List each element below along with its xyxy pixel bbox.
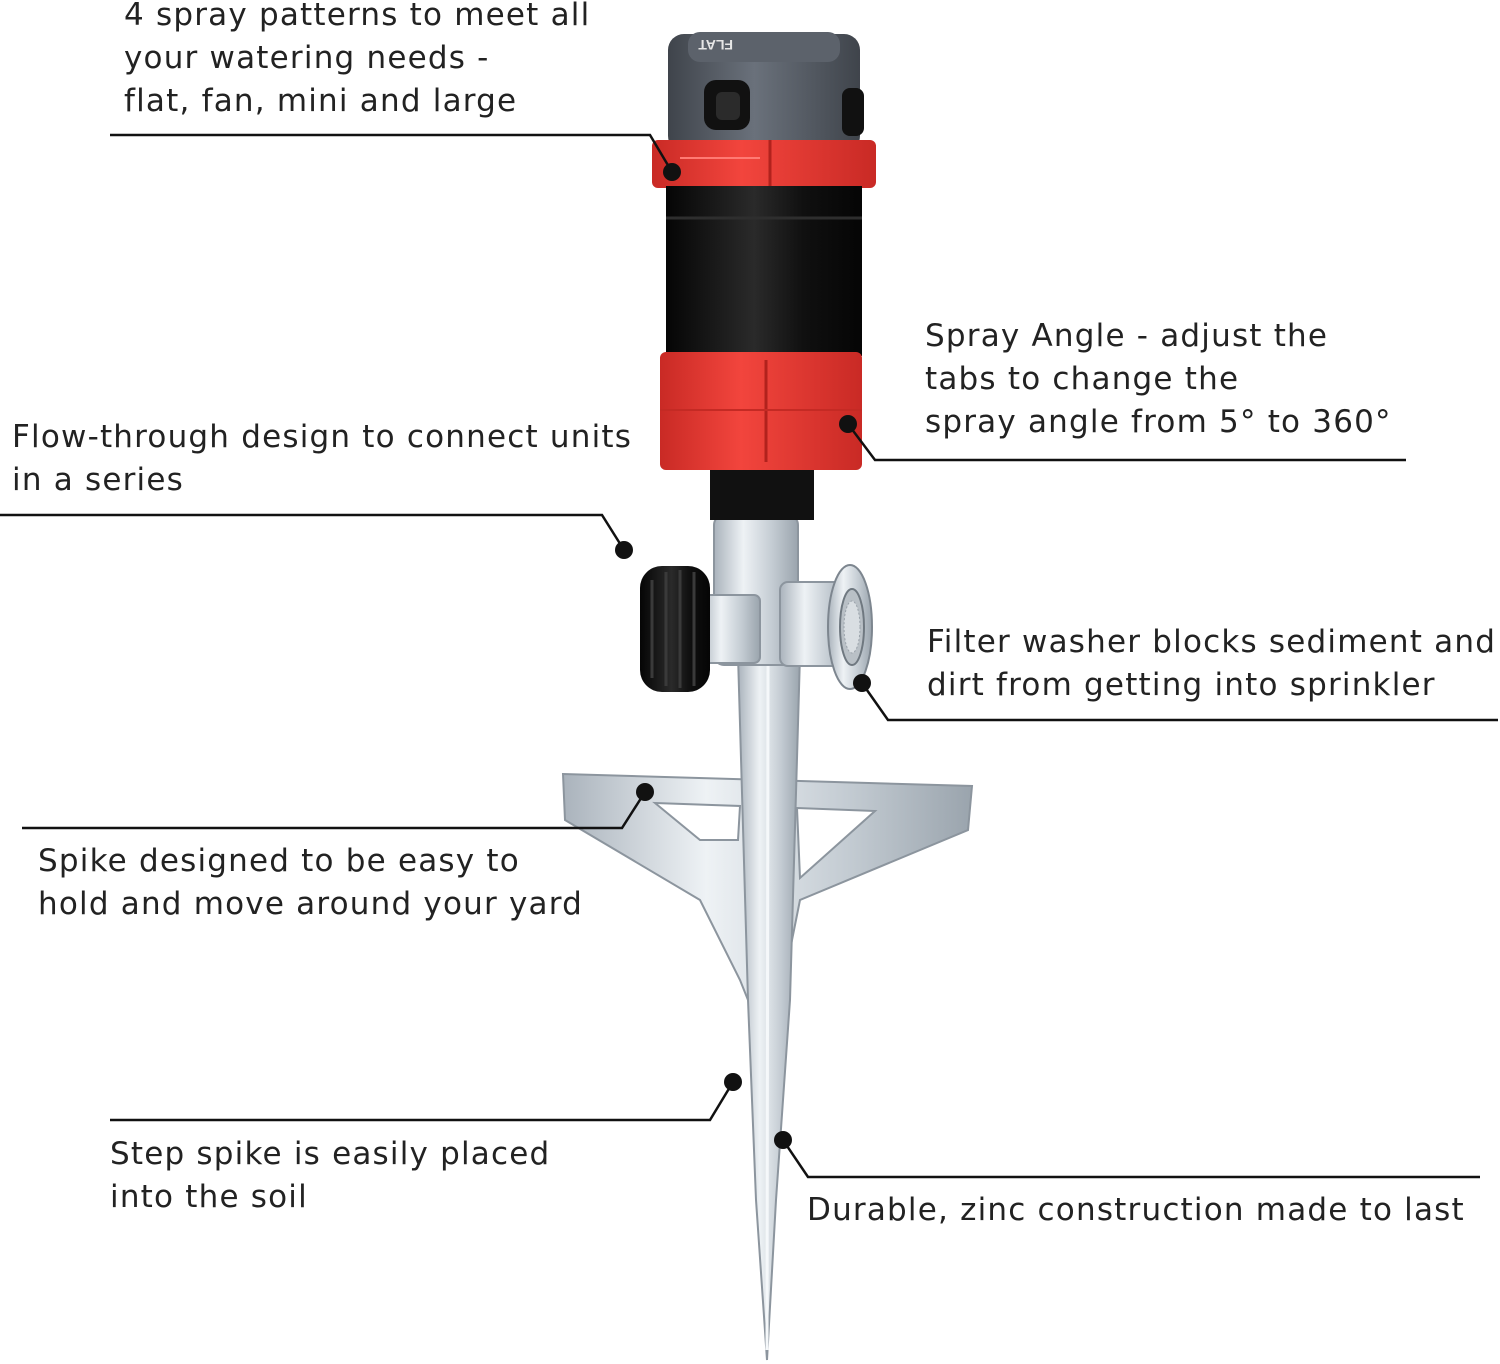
spike-shaft xyxy=(736,654,802,1361)
dot-step-spike xyxy=(724,1073,742,1091)
hose-knob xyxy=(640,566,710,692)
leader-durable-zinc xyxy=(781,1139,1480,1179)
leader-spray-patterns xyxy=(110,133,674,173)
sprinkler-head xyxy=(652,32,876,470)
leader-lines xyxy=(0,133,1498,1179)
dot-durable-zinc xyxy=(774,1131,792,1149)
dot-spray-patterns xyxy=(663,163,681,181)
leader-flow-through xyxy=(0,513,626,551)
leader-step-spike xyxy=(110,1081,735,1122)
leader-spike-hold xyxy=(22,791,647,830)
dot-spike-hold xyxy=(636,783,654,801)
leader-spray-angle xyxy=(847,423,1406,462)
metal-body xyxy=(699,514,873,690)
callout-step-spike: Step spike is easily placed into the soi… xyxy=(110,1136,551,1215)
callout-filter-washer: Filter washer blocks sediment and dirt f… xyxy=(927,624,1497,703)
dot-filter-washer xyxy=(853,674,871,692)
dot-flow-through xyxy=(615,541,633,559)
leader-dots xyxy=(615,163,871,1149)
callout-durable-zinc: Durable, zinc construction made to last xyxy=(807,1192,1465,1228)
dot-spray-angle xyxy=(839,415,857,433)
hex-nut xyxy=(710,470,814,520)
callout-flow-through: Flow-through design to connect units in … xyxy=(12,419,633,498)
cap-label: FLAT xyxy=(698,37,733,53)
callout-spray-angle: Spray Angle - adjust the tabs to change … xyxy=(925,318,1392,440)
leader-filter-washer xyxy=(860,682,1498,722)
callout-spray-patterns: 4 spray patterns to meet all your wateri… xyxy=(124,0,591,119)
callout-spike-hold: Spike designed to be easy to hold and mo… xyxy=(38,843,584,922)
